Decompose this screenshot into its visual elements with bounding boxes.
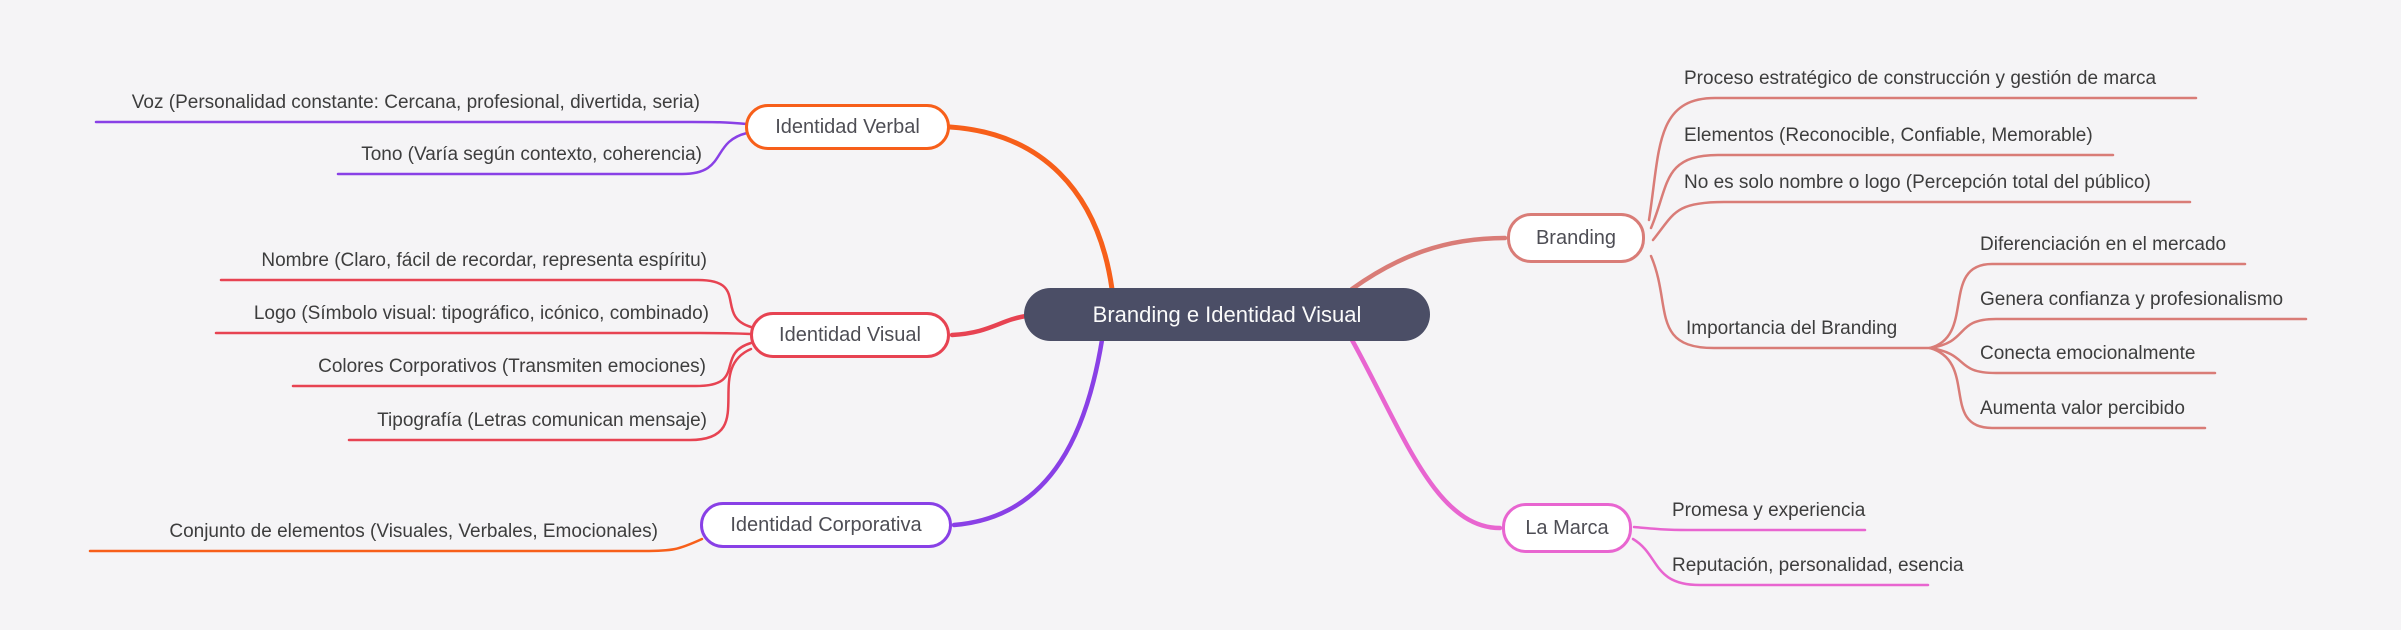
leaf-diferenciacion[interactable]: Diferenciación en el mercado: [1980, 234, 2227, 255]
leaf-proceso-estrategico[interactable]: Proceso estratégico de construcción y ge…: [1684, 68, 2157, 89]
leaf-aumenta-valor[interactable]: Aumenta valor percibido: [1980, 398, 2185, 419]
leaf-conjunto-de-elementos[interactable]: Conjunto de elementos (Visuales, Verbale…: [169, 521, 658, 542]
leaf-colores-corporativos[interactable]: Colores Corporativos (Transmiten emocion…: [318, 356, 706, 377]
node-identidad-visual[interactable]: Identidad Visual: [750, 312, 950, 358]
leaf-genera-confianza[interactable]: Genera confianza y profesionalismo: [1980, 289, 2284, 310]
node-branding[interactable]: Branding: [1507, 213, 1645, 263]
leaf-logo[interactable]: Logo (Símbolo visual: tipográfico, icóni…: [253, 303, 709, 324]
leaf-conecta-emocionalmente[interactable]: Conecta emocionalmente: [1980, 343, 2196, 364]
node-la-marca[interactable]: La Marca: [1502, 503, 1632, 553]
root-node[interactable]: Branding e Identidad Visual: [1024, 288, 1430, 341]
leaf-tipografia[interactable]: Tipografía (Letras comunican mensaje): [377, 410, 707, 431]
node-identidad-corporativa[interactable]: Identidad Corporativa: [700, 502, 952, 548]
node-importancia-del-branding[interactable]: Importancia del Branding: [1686, 318, 1898, 339]
leaf-nombre[interactable]: Nombre (Claro, fácil de recordar, repres…: [261, 250, 707, 271]
leaf-tono[interactable]: Tono (Varía según contexto, coherencia): [361, 144, 702, 165]
leaf-voz[interactable]: Voz (Personalidad constante: Cercana, pr…: [131, 92, 700, 113]
leaf-promesa-y-experiencia[interactable]: Promesa y experiencia: [1672, 500, 1866, 521]
node-identidad-verbal[interactable]: Identidad Verbal: [745, 104, 950, 150]
leaf-reputacion[interactable]: Reputación, personalidad, esencia: [1672, 555, 1964, 576]
leaf-elementos[interactable]: Elementos (Reconocible, Confiable, Memor…: [1684, 125, 2093, 146]
leaf-no-es-solo-nombre[interactable]: No es solo nombre o logo (Percepción tot…: [1684, 172, 2151, 193]
